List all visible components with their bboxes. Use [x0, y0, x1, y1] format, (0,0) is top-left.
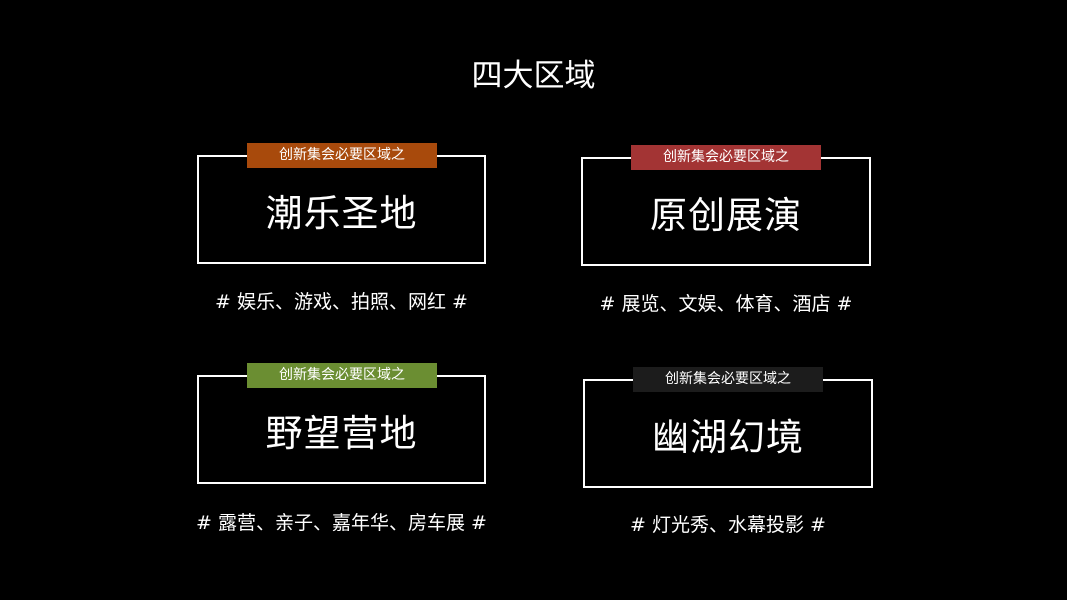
zone-description: # 展览、文娱、体育、酒店 # [599, 293, 853, 315]
zone-name: 幽湖幻境 [652, 415, 804, 459]
zone-card-chaole: 创新集会必要区域之 潮乐圣地 [197, 143, 486, 264]
zone-name: 潮乐圣地 [265, 191, 418, 235]
page-title: 四大区域 [471, 58, 596, 94]
zone-description: # 露营、亲子、嘉年华、房车展 # [196, 512, 487, 534]
zone-description: # 娱乐、游戏、拍照、网红 # [215, 291, 468, 313]
zone-card-yuanchuang: 创新集会必要区域之 原创展演 [581, 145, 871, 266]
zone-card-yewang: 创新集会必要区域之 野望营地 [197, 363, 486, 484]
zone-name: 野望营地 [265, 411, 418, 455]
zone-tag-label: 创新集会必要区域之 [247, 143, 437, 168]
zone-tag-label: 创新集会必要区域之 [247, 363, 437, 388]
zone-tag-label: 创新集会必要区域之 [631, 145, 821, 170]
zone-tag-label: 创新集会必要区域之 [633, 367, 823, 392]
zone-card-youhu: 创新集会必要区域之 幽湖幻境 [583, 367, 873, 488]
zone-name: 原创展演 [650, 193, 802, 237]
zone-description: # 灯光秀、水幕投影 # [630, 514, 826, 536]
